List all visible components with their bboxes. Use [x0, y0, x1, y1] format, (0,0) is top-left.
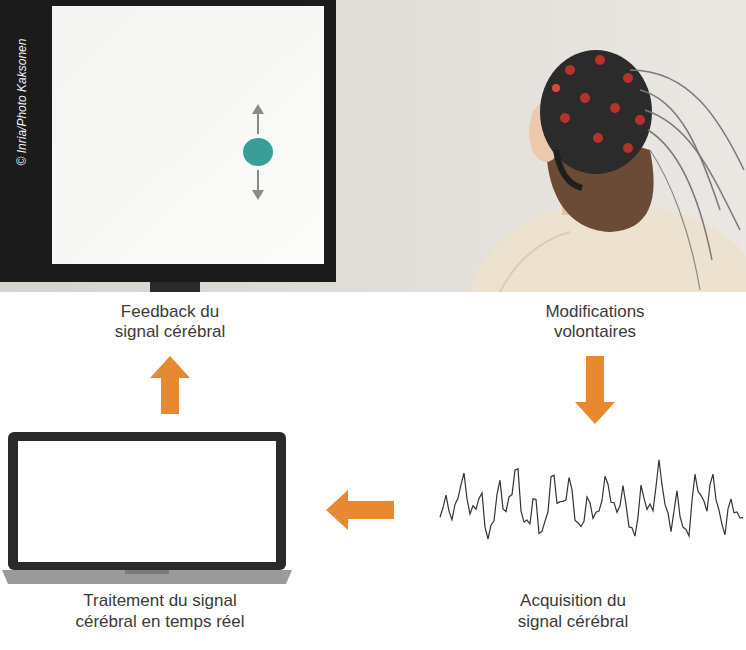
eeg-waveform [440, 460, 743, 539]
stage-label: Traitement du signal cérébral en temps r… [0, 420, 320, 638]
monitor [0, 0, 336, 292]
stage-text: Traitement du signal cérébral en temps r… [60, 591, 260, 632]
stage-label: Feedback du signal cérébral [40, 300, 300, 350]
stage-label: Modifications volontaires [470, 300, 720, 350]
feedback-dot [243, 138, 273, 166]
stage-text: Modifications volontaires [525, 302, 665, 343]
flow-arrow [326, 490, 394, 530]
stage-label: Acquisition du signal cérébral [400, 430, 746, 638]
flow-arrow [575, 356, 615, 424]
stage-text: Feedback du signal cérébral [100, 302, 240, 343]
photo-background [0, 0, 746, 292]
photo-credit: © Inria/Photo Kaksonen [15, 2, 29, 202]
stage-text: Acquisition du signal cérébral [503, 591, 643, 632]
laptop [2, 432, 292, 584]
flow-arrow [150, 356, 190, 414]
person-eeg-cap [470, 50, 746, 292]
